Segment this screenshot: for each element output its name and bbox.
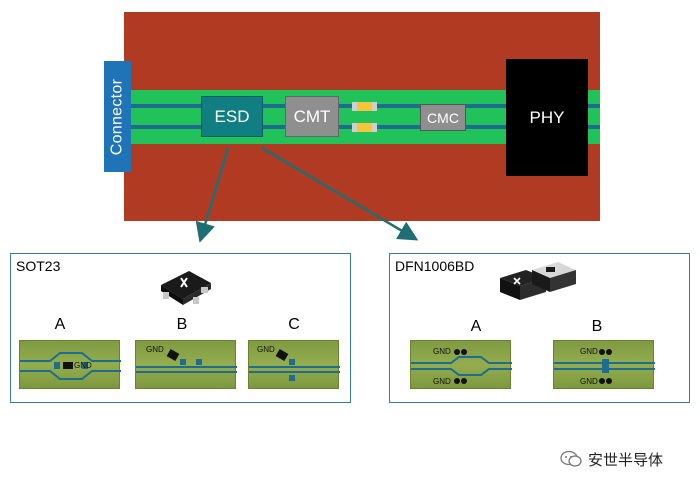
sot23-b-gnd: GND (146, 345, 164, 354)
capacitor-top (352, 102, 377, 111)
sot23-variant-c-label: C (288, 316, 300, 333)
sot23-variant-b-label: B (176, 316, 188, 333)
cmt-label: CMT (293, 106, 331, 126)
cmc-block: CMC (420, 104, 466, 131)
phy-block: PHY (506, 59, 588, 176)
dfn1006bd-title: DFN1006BD (395, 258, 475, 274)
esd-label: ESD (214, 106, 250, 126)
cmc-label: CMC (427, 109, 459, 126)
connector-block: Connector (104, 61, 131, 172)
sot23-layout-c: GND (248, 340, 340, 389)
dfn-b-gnd-top: GND (580, 347, 598, 356)
capacitor-bottom (352, 123, 377, 132)
sot23-a-gnd: GND (74, 361, 92, 370)
dfn-variant-b-label: B (591, 318, 603, 335)
sot23-layout-a: GND (19, 340, 121, 389)
dfn-layout-b: GND GND (553, 340, 655, 389)
wechat-icon (560, 450, 582, 467)
dfn-b-gnd-bottom: GND (580, 377, 598, 386)
dfn1006bd-package-icon (500, 262, 576, 300)
sot23-package-icon (161, 271, 211, 305)
arrows-layer (195, 146, 419, 243)
phy-label: PHY (529, 107, 565, 127)
sot23-layout-b: GND (135, 340, 237, 389)
dfn-layout-a: GND GND (410, 340, 512, 389)
dfn-a-gnd-top: GND (433, 347, 451, 356)
cmt-block: CMT (285, 96, 339, 137)
esd-block: ESD (201, 96, 263, 137)
arrow-to-dfn1006bd (261, 146, 419, 241)
sot23-c-gnd: GND (257, 345, 275, 354)
watermark-text: 安世半导体 (588, 451, 664, 469)
dfn-a-gnd-bottom: GND (433, 377, 451, 386)
sot23-variant-a-label: A (54, 316, 66, 333)
watermark: 安世半导体 (560, 450, 664, 469)
arrow-to-sot23 (195, 147, 230, 243)
dfn-variant-a-label: A (470, 318, 482, 335)
sot23-title: SOT23 (16, 258, 61, 274)
